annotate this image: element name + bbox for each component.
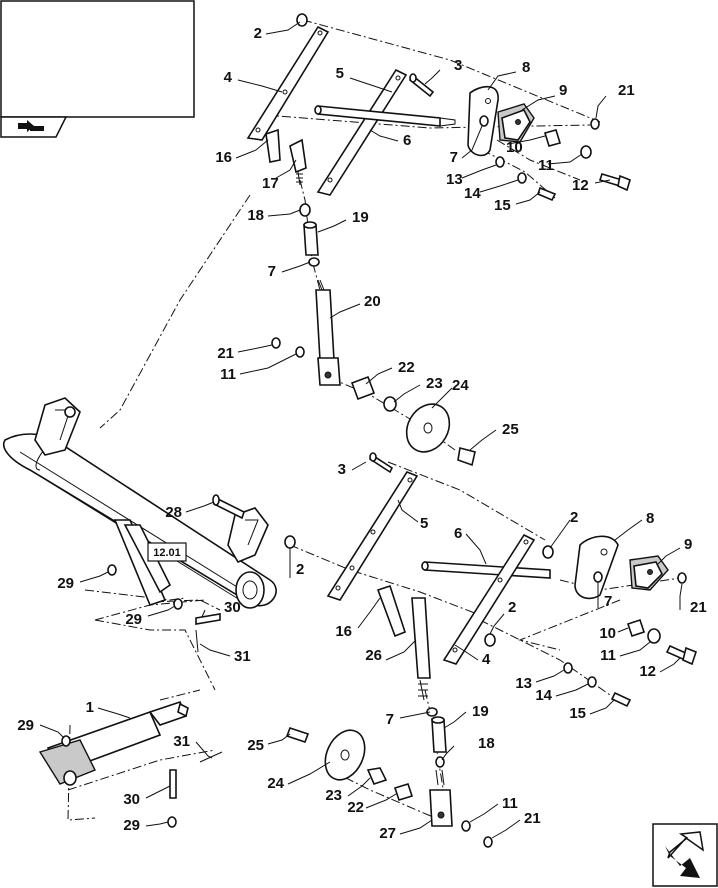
callout-6: 6 <box>454 525 462 542</box>
callout-26: 26 <box>365 647 382 664</box>
callout-2: 2 <box>296 561 304 578</box>
callout-9: 9 <box>684 536 692 553</box>
callout-25: 25 <box>502 421 519 438</box>
callout-31: 31 <box>173 733 190 750</box>
callout-28: 28 <box>165 504 182 521</box>
next-nav-button[interactable] <box>652 823 718 887</box>
callout-21: 21 <box>524 810 541 827</box>
callout-7: 7 <box>450 149 458 166</box>
callout-30: 30 <box>123 791 140 808</box>
callout-27: 27 <box>379 825 396 842</box>
callout-6: 6 <box>403 132 411 149</box>
callout-13: 13 <box>446 171 463 188</box>
callout-31: 31 <box>234 648 251 665</box>
callout-4: 4 <box>482 651 491 668</box>
svg-text:12.01: 12.01 <box>153 547 181 559</box>
next-arrow-icon <box>665 831 705 878</box>
axle-assembly <box>3 397 277 609</box>
callout-14: 14 <box>535 687 552 704</box>
callout-30: 30 <box>224 599 241 616</box>
callout-14: 14 <box>464 185 481 202</box>
callout-16: 16 <box>335 623 352 640</box>
callout-18: 18 <box>247 207 264 224</box>
leader-lines <box>39 21 683 839</box>
callout-7: 7 <box>268 263 276 280</box>
callout-21: 21 <box>618 82 635 99</box>
callout-5: 5 <box>420 515 428 532</box>
callout-11: 11 <box>220 366 236 383</box>
back-nav-button[interactable] <box>0 116 68 138</box>
callout-5: 5 <box>336 65 344 82</box>
callout-15: 15 <box>569 705 586 722</box>
callout-25: 25 <box>247 737 264 754</box>
callout-4: 4 <box>224 69 233 86</box>
callout-21: 21 <box>217 345 234 362</box>
callout-10: 10 <box>599 625 616 642</box>
back-arrow-icon <box>18 120 44 132</box>
callout-29: 29 <box>57 575 74 592</box>
callout-7: 7 <box>604 593 612 610</box>
callout-8: 8 <box>646 510 654 527</box>
callout-11: 11 <box>502 795 518 812</box>
callout-22: 22 <box>347 799 364 816</box>
callout-13: 13 <box>515 675 532 692</box>
callout-21: 21 <box>690 599 707 616</box>
callout-24: 24 <box>267 775 284 792</box>
callout-29: 29 <box>17 717 34 734</box>
callout-2: 2 <box>254 25 262 42</box>
center-lines <box>67 19 681 821</box>
callout-3: 3 <box>454 57 462 74</box>
callout-16: 16 <box>215 149 232 166</box>
callout-2: 2 <box>570 509 578 526</box>
callout-2: 2 <box>508 599 516 616</box>
callout-19: 19 <box>352 209 369 226</box>
callout-1: 1 <box>86 699 94 716</box>
callout-12: 12 <box>639 663 656 680</box>
callout-23: 23 <box>426 375 443 392</box>
lower-linkage <box>38 452 697 848</box>
callout-10: 10 <box>506 139 523 156</box>
callout-20: 20 <box>364 293 381 310</box>
callout-11: 11 <box>600 647 616 664</box>
callout-labels: 2 3 4 5 6 7 8 9 10 11 12 13 14 15 16 17 … <box>17 25 706 842</box>
reference-12-01[interactable]: 12.01 <box>147 542 187 562</box>
callout-7: 7 <box>386 711 394 728</box>
callout-23: 23 <box>325 787 342 804</box>
callout-12: 12 <box>572 177 589 194</box>
upper-linkage <box>246 13 631 467</box>
callout-24: 24 <box>452 377 469 394</box>
callout-18: 18 <box>478 735 495 752</box>
callout-15: 15 <box>494 197 511 214</box>
info-panel <box>0 0 195 118</box>
callout-19: 19 <box>472 703 489 720</box>
callout-11: 11 <box>538 157 554 174</box>
callout-8: 8 <box>522 59 530 76</box>
callout-29: 29 <box>125 611 142 628</box>
callout-22: 22 <box>398 359 415 376</box>
callout-29: 29 <box>123 817 140 834</box>
callout-9: 9 <box>559 82 567 99</box>
callout-3: 3 <box>338 461 346 478</box>
callout-17: 17 <box>262 175 279 192</box>
